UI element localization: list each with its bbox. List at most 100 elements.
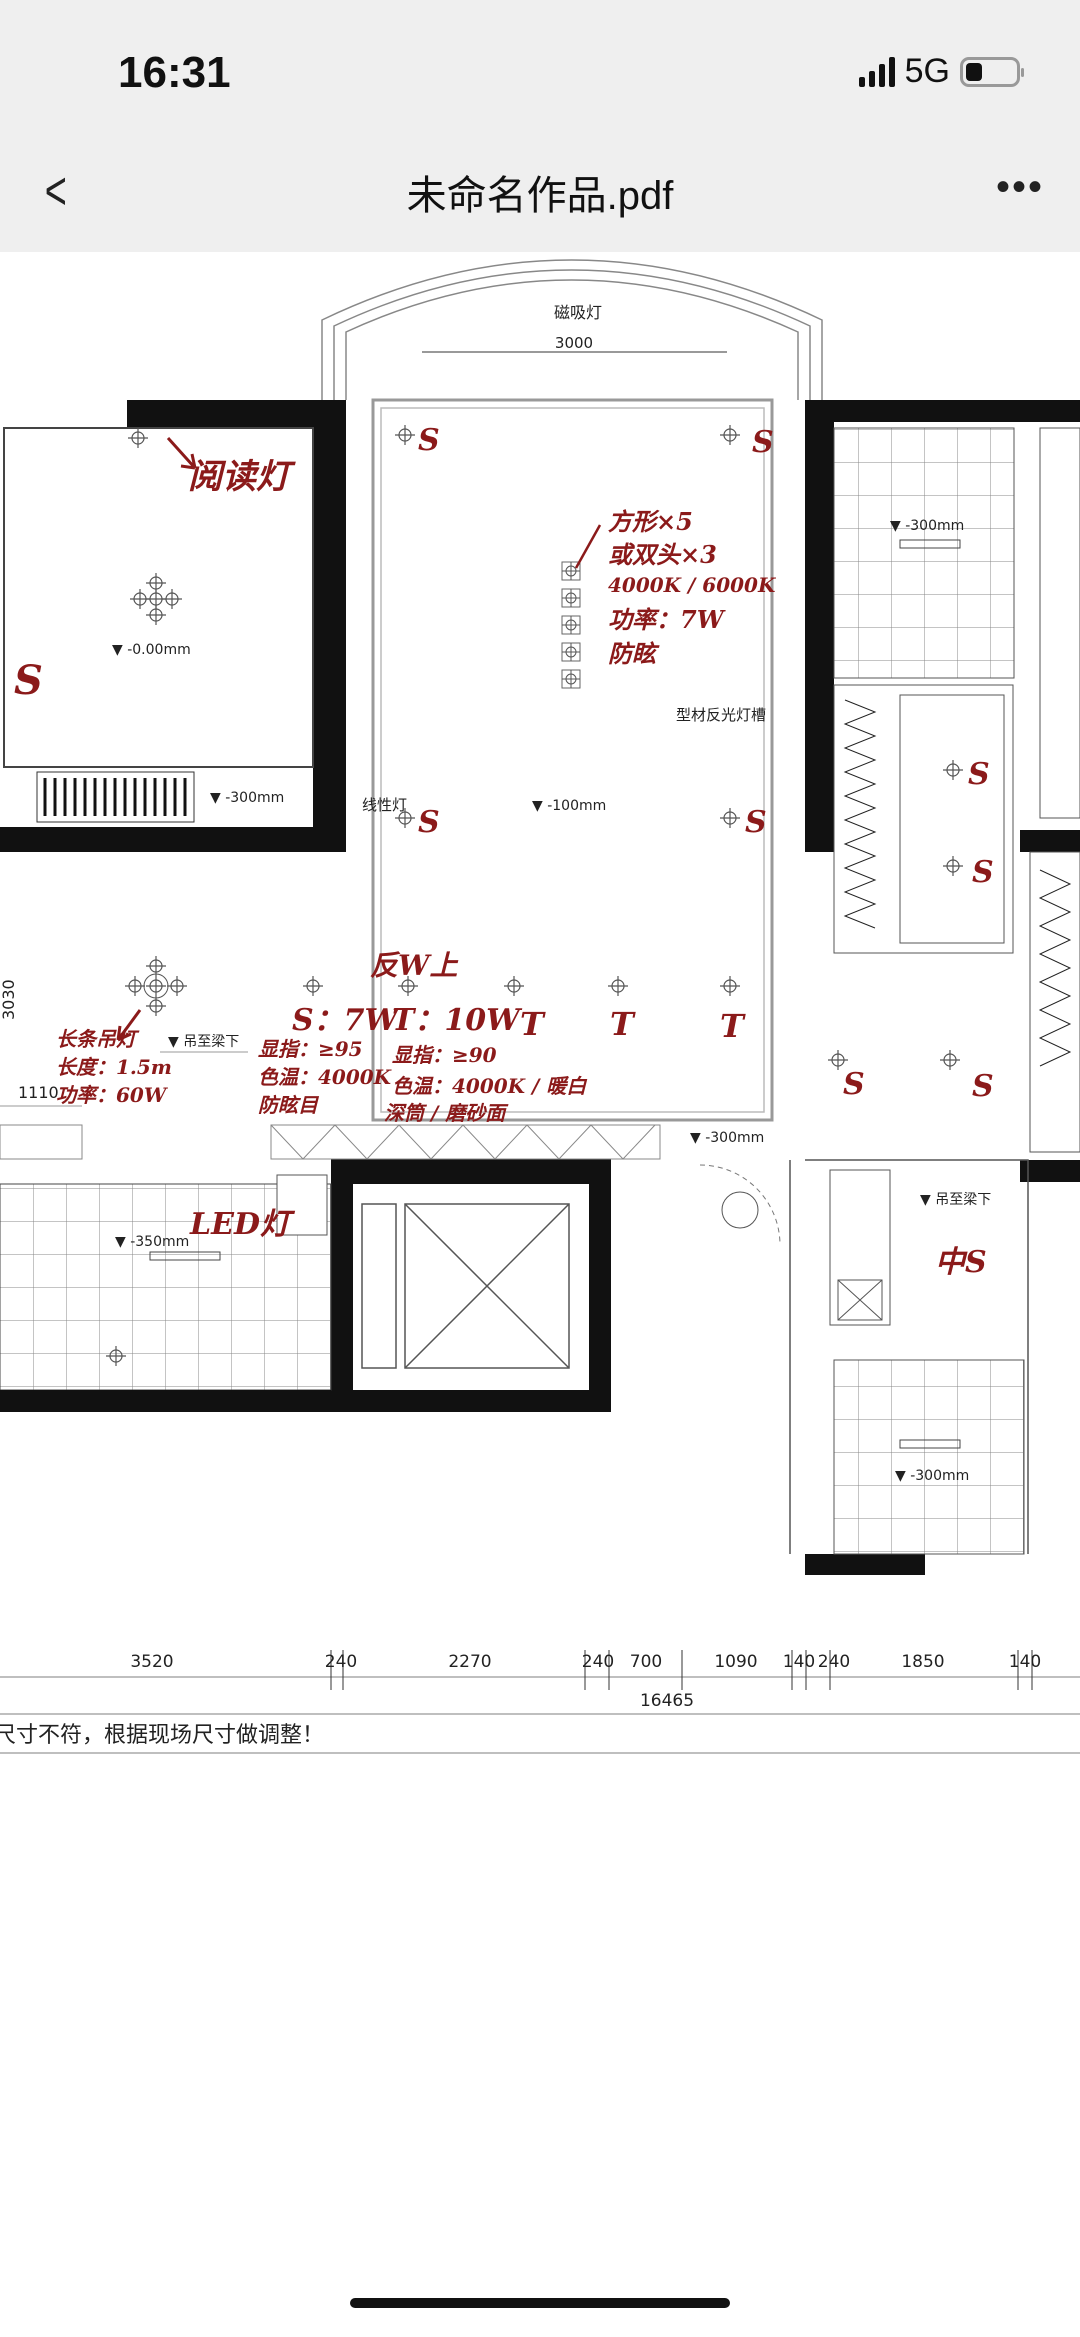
svg-text:深筒 / 磨砂面: 深筒 / 磨砂面 (384, 1101, 509, 1125)
svg-text:4000K / 6000K: 4000K / 6000K (608, 573, 777, 597)
level-marker: ▼ -300mm (210, 790, 284, 806)
svg-text:T: T (520, 1005, 546, 1043)
bathroom-tiles (833, 1359, 1025, 1555)
annotation-s: S (745, 805, 767, 840)
downlight-icon (607, 975, 629, 997)
svg-text:防眩: 防眩 (608, 639, 660, 668)
annotation-reading-light: 阅读灯 (188, 457, 296, 497)
magnetic-width-label: 3000 (555, 334, 593, 352)
reading-light-icon (127, 427, 149, 449)
status-time: 16:31 (118, 48, 231, 97)
closet (833, 684, 1080, 1153)
more-button[interactable]: ••• (996, 165, 1044, 210)
arrow-icon (574, 524, 602, 569)
cabinet-strip (0, 1124, 661, 1160)
svg-text:240: 240 (582, 1652, 614, 1672)
battery-icon (960, 56, 1024, 87)
svg-text:色温：4000K / 暖白: 色温：4000K / 暖白 (392, 1074, 588, 1098)
chevron-left-icon[interactable]: < (44, 161, 67, 221)
svg-text:长条吊灯: 长条吊灯 (56, 1027, 140, 1051)
annotation-s: S (972, 855, 994, 890)
svg-text:240: 240 (325, 1652, 357, 1672)
downlight-icon (302, 975, 324, 997)
spotlight-annotation: 方形×5 或双头×3 4000K / 6000K 功率：7W 防眩 (608, 507, 777, 668)
downlight-icon (719, 807, 741, 829)
level-marker: ▼ -0.00mm (112, 642, 191, 658)
level-marker: ▼ -100mm (532, 798, 606, 814)
chandelier-icon (124, 955, 188, 1017)
svg-text:140: 140 (1009, 1652, 1041, 1672)
more-dots-icon[interactable]: ••• (995, 165, 1044, 209)
dimension-ticks (330, 1650, 1033, 1690)
level-marker: ▼ 吊至梁下 (920, 1192, 991, 1208)
ceiling-fixture-icon (129, 588, 151, 610)
downlight-icon (719, 424, 741, 446)
svg-text:方形×5: 方形×5 (608, 507, 693, 536)
network-type: 5G (904, 52, 950, 90)
svg-text:反W上: 反W上 (370, 949, 458, 982)
downlight-icon (942, 759, 964, 781)
downlight-icon (719, 975, 741, 997)
dimension-label: 1110 (18, 1083, 59, 1102)
level-marker: ▼ 吊至梁下 (168, 1034, 239, 1050)
annotation-s: S (418, 423, 440, 458)
svg-text:2270: 2270 (448, 1652, 491, 1672)
home-indicator[interactable] (350, 2298, 730, 2308)
bay-window (321, 259, 823, 400)
spotlight-icon (561, 669, 581, 689)
app-header: 16:31 5G < 未命名作品.pdf ••• (0, 0, 1080, 252)
level-marker: ▼ -300mm (890, 518, 964, 534)
annotation-s: S (968, 757, 990, 792)
ceiling-fixture-icon (145, 572, 167, 594)
level-marker: ▼ -350mm (115, 1234, 189, 1250)
svg-text:色温：4000K: 色温：4000K (258, 1065, 393, 1089)
annotation-mid-s: 中S (935, 1245, 987, 1280)
svg-text:T：10W: T：10W (392, 1003, 523, 1038)
bedroom-outline (3, 427, 314, 768)
svg-text:240: 240 (818, 1652, 850, 1672)
arrow-icon (166, 436, 197, 470)
level-marker: ▼ -300mm (690, 1130, 764, 1146)
svg-text:显指：≥90: 显指：≥90 (392, 1043, 497, 1067)
downlight-icon (939, 1049, 961, 1071)
annotation-s: S (972, 1069, 994, 1104)
spotlight-icon (561, 588, 581, 608)
svg-text:显指：≥95: 显指：≥95 (258, 1037, 363, 1061)
svg-text:功率：7W: 功率：7W (608, 605, 726, 634)
svg-text:T: T (610, 1005, 636, 1043)
linear-light-label: 线性灯 (362, 796, 407, 814)
dimension-labels: 3520 240 2270 240 700 1090 140 240 1850 … (130, 1652, 1041, 1711)
svg-text:3520: 3520 (130, 1652, 173, 1672)
arrow-icon (116, 1009, 142, 1042)
svg-text:1850: 1850 (901, 1652, 944, 1672)
dimension-label: 3030 (0, 979, 18, 1020)
total-dimension: 16465 (640, 1691, 694, 1711)
radiator-grille (36, 771, 195, 823)
downlight-icon (394, 424, 416, 446)
back-button[interactable]: < (45, 160, 67, 222)
signal-icon (858, 56, 895, 87)
svg-text:T: T (720, 1007, 746, 1045)
status-icons: 5G (858, 52, 1024, 91)
document-title: 未命名作品.pdf (406, 174, 674, 218)
annotation-led: LED灯 (189, 1207, 296, 1242)
svg-text:防眩目: 防眩目 (258, 1093, 320, 1117)
svg-text:700: 700 (630, 1652, 662, 1672)
svg-text:S：7W: S：7W (292, 1003, 402, 1038)
annotation-s: S (843, 1067, 865, 1102)
bathroom-tiles (833, 427, 1015, 679)
svg-text:140: 140 (783, 1652, 815, 1672)
annotation-s: S (418, 805, 440, 840)
annotation-s: S (14, 657, 43, 704)
living-room-outline (371, 398, 774, 1122)
walls (0, 400, 1080, 1575)
shaft-cross (361, 1203, 570, 1369)
level-marker: ▼ -300mm (895, 1468, 969, 1484)
annotation-s: S (752, 425, 774, 460)
svg-text:1090: 1090 (714, 1652, 757, 1672)
ceiling-fixture-icon (161, 588, 183, 610)
svg-text:或双头×3: 或双头×3 (608, 540, 717, 569)
svg-text:功率：60W: 功率：60W (56, 1083, 169, 1107)
svg-text:长度：1.5m: 长度：1.5m (56, 1055, 172, 1079)
